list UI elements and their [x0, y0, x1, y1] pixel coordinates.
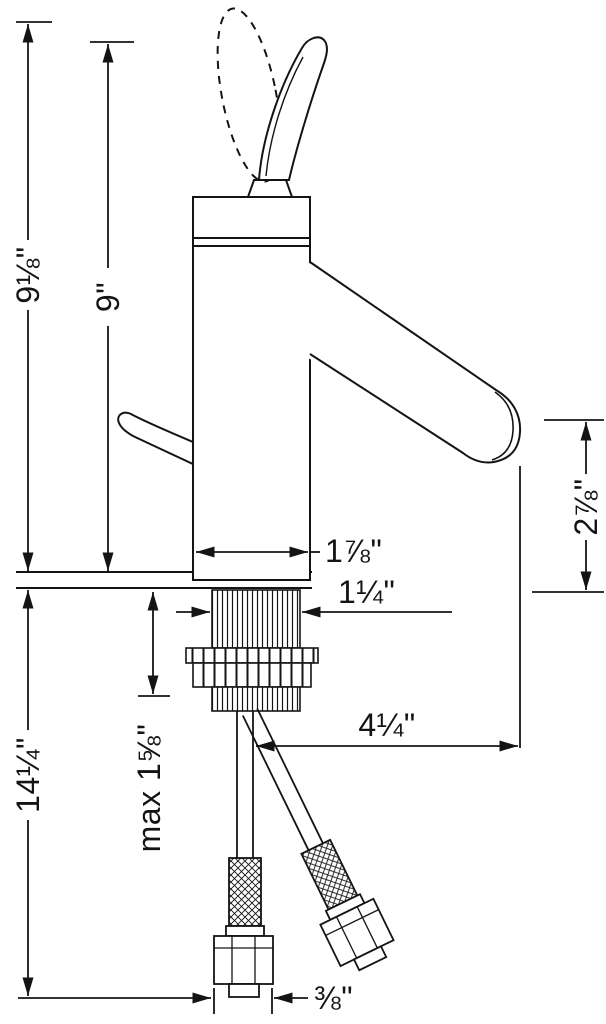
- aerator-band: [491, 391, 514, 461]
- dimension-labels: 9⅛" 9" 2⅞" 1⅞" 1¼" max 1⅝" 14¼" 4¼" ⅜": [10, 246, 604, 1016]
- mounting-nut: [192, 662, 312, 688]
- label-overall-height-dashed: 9⅛": [10, 246, 46, 303]
- label-supply-connection: ⅜": [314, 980, 353, 1016]
- braided-section: [228, 857, 262, 927]
- shank-threads-upper: [211, 589, 301, 649]
- hose-tip: [228, 983, 260, 998]
- label-spout-reach: 4¼": [358, 707, 415, 743]
- hose-tip: [352, 945, 388, 972]
- label-length-below-deck: 14¼": [10, 737, 46, 813]
- label-shank-width: 1¼": [338, 574, 395, 610]
- handle-swing-dashed: [216, 7, 282, 183]
- faucet-body: [192, 179, 311, 581]
- dim-supply-connection: [18, 988, 308, 1014]
- shank-threads-lower: [211, 686, 301, 712]
- side-lever: [117, 411, 194, 466]
- label-body-width: 1⅞": [325, 533, 382, 569]
- label-overall-height: 9": [90, 282, 126, 312]
- hose-nut: [213, 935, 274, 985]
- supply-hose-angled: [242, 708, 395, 972]
- mounting-shank: [185, 589, 319, 712]
- mounting-flange: [185, 647, 319, 664]
- handle-boss: [247, 179, 293, 198]
- dim-spout-reach: [256, 466, 521, 752]
- dim-overall-height-dashed: [16, 21, 52, 571]
- supply-hose-straight: [213, 711, 274, 998]
- dim-max-counter-thickness: [138, 592, 170, 697]
- dimension-lines: [16, 21, 604, 1014]
- dim-overall-height: [90, 41, 134, 571]
- dim-outlet-height: [532, 419, 604, 593]
- faucet-figure: [16, 7, 522, 998]
- spout: [305, 260, 522, 464]
- label-outlet-height: 2⅞": [568, 478, 604, 535]
- hose-nut: [319, 897, 395, 968]
- joystick-handle: [257, 36, 328, 181]
- label-max-counter-thickness: max 1⅝": [131, 724, 167, 853]
